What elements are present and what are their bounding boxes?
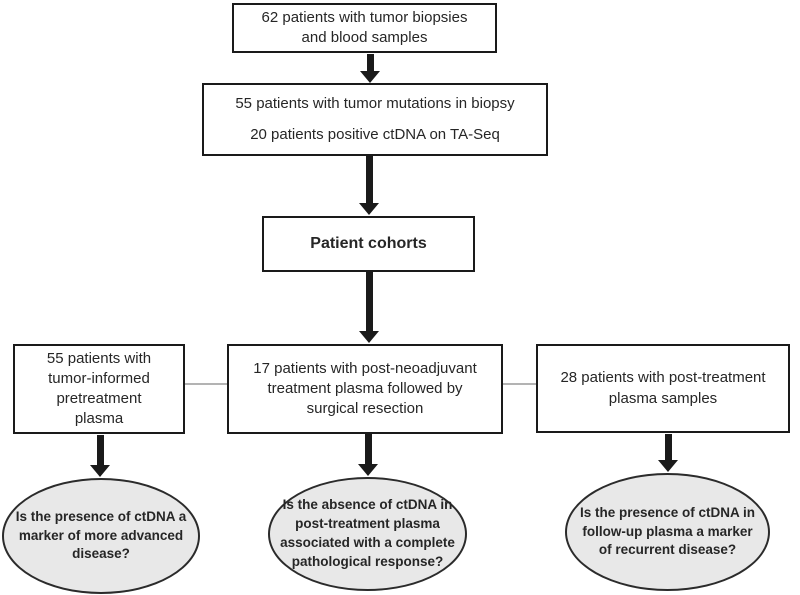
node-text-line: plasma samples — [608, 389, 718, 407]
node-text-line: associated with a complete — [280, 535, 455, 550]
arrow-down-icon — [358, 434, 378, 476]
node-text-line: disease? — [72, 546, 130, 562]
node-posttreatment-cohort: 28 patients with post-treatment plasma s… — [536, 344, 790, 433]
node-patient-cohorts: Patient cohorts — [262, 216, 475, 272]
node-text-line: treatment plasma followed by — [267, 379, 463, 397]
node-text-line: post-treatment plasma — [295, 516, 440, 532]
node-text-line: Is the presence of ctDNA in — [579, 504, 756, 520]
arrow-head — [658, 460, 678, 472]
arrow-head — [359, 331, 379, 343]
connector-line — [503, 383, 536, 385]
arrow-down-icon — [360, 54, 380, 83]
arrow-stem — [365, 272, 373, 331]
question-advanced-disease: Is the presence of ctDNA a marker of mor… — [2, 478, 200, 594]
node-text-line: follow-up plasma a marker — [582, 523, 753, 539]
node-text-line: 55 patients with tumor mutations in biop… — [235, 95, 515, 112]
arrow-down-icon — [90, 435, 110, 477]
arrow-down-icon — [658, 434, 678, 472]
arrow-down-icon — [359, 156, 379, 215]
node-text-line: 20 patients positive ctDNA on TA-Seq — [250, 125, 500, 143]
node-text-line: 17 patients with post-neoadjuvant — [253, 359, 477, 377]
node-text-line: 62 patients with tumor biopsies — [261, 8, 468, 26]
node-text-line: plasma — [74, 410, 124, 428]
node-text-line: of recurrent disease? — [598, 542, 737, 558]
node-text-line: marker of more advanced — [18, 527, 184, 543]
arrow-stem — [365, 156, 373, 203]
arrow-head — [358, 464, 378, 476]
arrow-head — [359, 203, 379, 215]
node-text-line: and blood samples — [301, 29, 428, 46]
node-text-line: pretreatment — [56, 390, 142, 407]
arrow-head — [360, 71, 380, 83]
node-text-line: surgical resection — [306, 400, 424, 418]
arrow-stem — [664, 434, 672, 460]
arrow-stem — [364, 434, 372, 464]
node-text-line: Patient cohorts — [310, 235, 427, 253]
question-pathological-response: Is the absence of ctDNA in post-treatmen… — [268, 477, 467, 591]
arrow-down-icon — [359, 272, 379, 343]
node-text-line: Is the absence of ctDNA in — [282, 497, 453, 513]
node-text-line: tumor-informed — [48, 369, 150, 387]
node-text-line: 28 patients with post-treatment — [560, 369, 766, 387]
arrow-stem — [366, 54, 374, 71]
connector-line — [185, 383, 227, 385]
node-text-line: 55 patients with — [46, 349, 152, 367]
node-text-line: pathological response? — [291, 553, 444, 569]
node-mutations: 55 patients with tumor mutations in biop… — [202, 83, 548, 156]
node-total-patients: 62 patients with tumor biopsies and bloo… — [232, 3, 497, 53]
question-recurrent-disease: Is the presence of ctDNA in follow-up pl… — [565, 473, 770, 591]
arrow-stem — [96, 435, 104, 465]
arrow-head — [90, 465, 110, 477]
node-neoadjuvant-cohort: 17 patients with post-neoadjuvant treatm… — [227, 344, 503, 434]
node-text-line: Is the presence of ctDNA a — [15, 508, 187, 524]
node-pretreatment-cohort: 55 patients with tumor-informed pretreat… — [13, 344, 185, 434]
